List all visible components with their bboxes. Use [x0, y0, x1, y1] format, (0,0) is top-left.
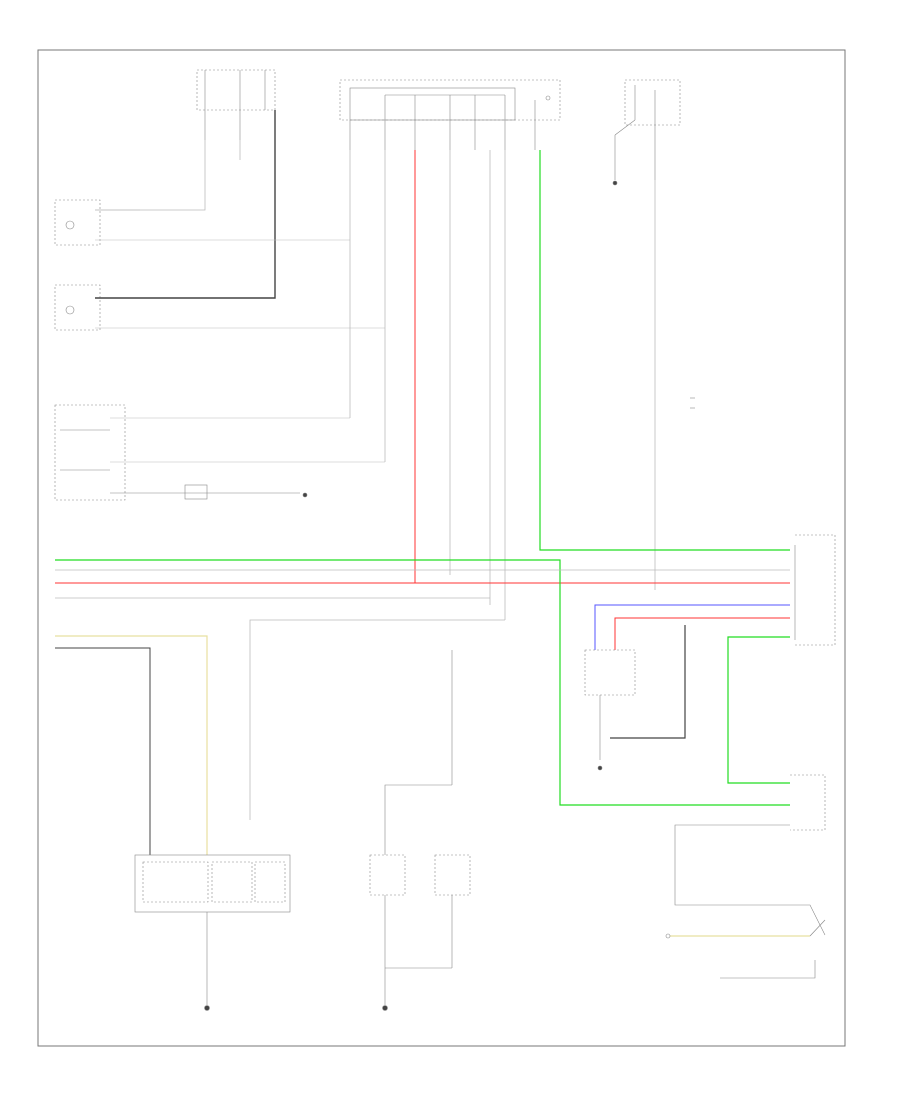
hazard-switch: [612, 79, 681, 186]
wire-black-upper: [240, 110, 276, 299]
stop-switch: [584, 625, 686, 771]
wire-gray-verticals: [249, 150, 656, 820]
combination-meter: [54, 404, 385, 501]
wire-blue: [594, 604, 790, 650]
right-front-lamp: [54, 199, 350, 246]
wire-gray-upper: [140, 140, 241, 211]
dimmer-unit: [794, 534, 836, 646]
wire-black-lower: [55, 647, 151, 855]
rear-lamps-bottom: [369, 650, 471, 1011]
wire-green: [55, 150, 790, 806]
wire-gray-bus: [55, 569, 790, 599]
left-front-lamp: [54, 284, 385, 331]
main-relay: [339, 79, 561, 150]
upper-connector: [196, 69, 276, 140]
diagram-frame: [37, 49, 846, 1047]
legend: [690, 397, 695, 409]
body-ecu: [134, 854, 291, 1011]
wire-red: [55, 150, 790, 650]
wire-yellow: [55, 635, 208, 855]
cluster-connector: [665, 774, 826, 979]
